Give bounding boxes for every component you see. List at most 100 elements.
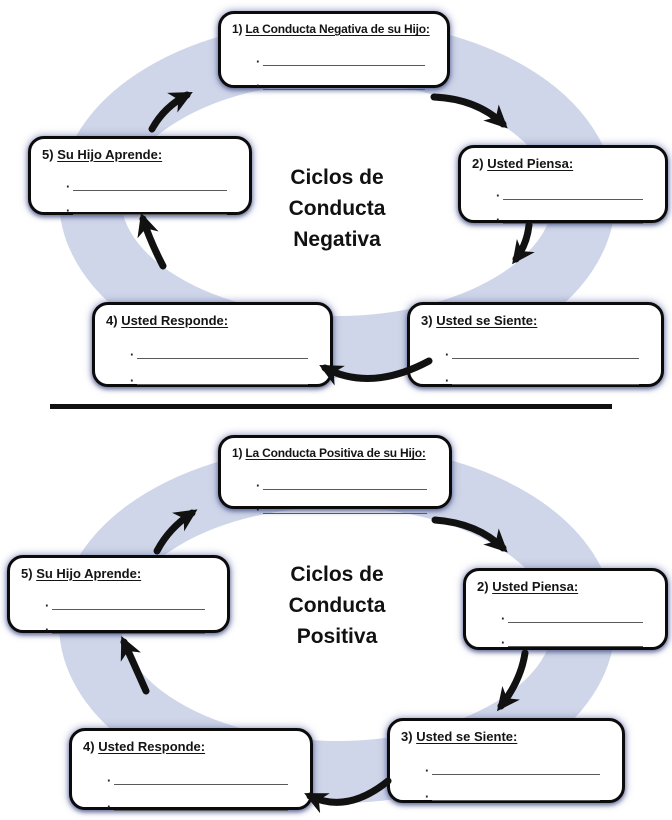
write-in-line — [263, 513, 427, 514]
step-number: 2) — [472, 156, 484, 171]
negative-step-3-box: 3) Usted se Siente: · · — [407, 302, 664, 387]
bullet-dot: · — [256, 478, 261, 493]
write-in-line — [263, 89, 425, 90]
positive-step-5-box: 5) Su Hijo Aprende: · · — [7, 555, 230, 637]
bullet-dot: · — [425, 789, 430, 804]
bullet-dot: · — [66, 203, 71, 218]
write-in-line — [114, 810, 288, 811]
step-label: Usted Responde: — [98, 739, 206, 754]
write-in-line — [137, 358, 308, 359]
step-label: La Conducta Negativa de su Hijo: — [245, 22, 430, 36]
write-in-line — [432, 800, 600, 801]
positive-step-4-box: 4) Usted Responde: · · — [69, 728, 313, 814]
blank-line: · — [130, 333, 308, 362]
bullet-dot: · — [45, 622, 50, 637]
blank-line: · — [66, 191, 227, 218]
write-in-line — [452, 384, 639, 385]
negative-step-5-box: 5) Su Hijo Aprende: · · — [28, 136, 252, 218]
blank-line: · — [425, 775, 600, 804]
bullet-dot: · — [496, 188, 501, 203]
step-title: 4) Usted Responde: — [83, 738, 296, 755]
cycle-title-line: Conducta — [288, 197, 386, 220]
step-number: 2) — [477, 579, 489, 594]
write-in-line — [503, 223, 643, 224]
step-title: 5) Su Hijo Aprende: — [42, 146, 235, 163]
step-number: 5) — [21, 566, 33, 581]
write-in-line — [52, 609, 205, 610]
write-in-line — [52, 633, 205, 634]
step-label: La Conducta Positiva de su Hijo: — [245, 446, 426, 460]
blank-line: · — [256, 42, 425, 69]
step-title: 1) La Conducta Negativa de su Hijo: — [232, 21, 433, 38]
write-in-line — [114, 784, 288, 785]
bullet-dot: · — [496, 212, 501, 227]
positive-arrow-step3-to-step4 — [304, 777, 392, 814]
cycle-title-line: Positiva — [296, 625, 378, 648]
step-title: 5) Su Hijo Aprende: — [21, 565, 213, 582]
cycle-title-line: Conducta — [288, 594, 386, 617]
negative-arrow-step4-to-step5 — [137, 212, 167, 270]
step-label: Usted Responde: — [121, 313, 229, 328]
bullet-dot: · — [130, 347, 135, 362]
blank-line: · — [496, 200, 643, 227]
write-in-line — [73, 214, 227, 215]
blank-line: · — [45, 586, 205, 612]
write-in-line — [503, 199, 643, 200]
bullet-dot: · — [107, 773, 112, 788]
positive-arrow-step4-to-step5 — [120, 636, 150, 695]
step-number: 3) — [401, 729, 413, 744]
blank-line: · — [107, 759, 288, 788]
step-title: 2) Usted Piensa: — [477, 578, 651, 595]
bullet-dot: · — [445, 347, 450, 362]
cycle-title-line: Negativa — [293, 228, 381, 251]
step-label: Usted Piensa: — [487, 156, 574, 171]
step-number: 1) — [232, 22, 243, 36]
blank-line: · — [445, 333, 639, 362]
write-in-line — [263, 65, 425, 66]
section-divider — [50, 404, 612, 409]
bullet-dot: · — [501, 635, 506, 650]
blank-line: · — [501, 623, 643, 650]
blank-line: · — [256, 466, 427, 493]
blank-line: · — [256, 490, 427, 517]
negative-cycle-title: Ciclos de Conducta Negativa — [237, 162, 437, 255]
bullet-dot: · — [256, 54, 261, 69]
cycle-title-line: Ciclos de — [290, 563, 384, 586]
bullet-dot: · — [107, 799, 112, 814]
positive-step-3-box: 3) Usted se Siente: · · — [387, 718, 625, 803]
positive-step-2-box: 2) Usted Piensa: · · — [463, 568, 668, 650]
step-title: 4) Usted Responde: — [106, 312, 316, 329]
step-title: 3) Usted se Siente: — [421, 312, 647, 329]
bullet-dot: · — [501, 611, 506, 626]
positive-step-1-box: 1) La Conducta Positiva de su Hijo: · · — [218, 435, 452, 516]
write-in-line — [263, 489, 427, 490]
step-number: 3) — [421, 313, 433, 328]
write-in-line — [452, 358, 639, 359]
positive-arrow-step1-to-step2 — [431, 516, 508, 553]
step-title: 1) La Conducta Positiva de su Hijo: — [232, 445, 435, 462]
step-label: Usted se Siente: — [416, 729, 518, 744]
write-in-line — [137, 384, 308, 385]
positive-arrow-step5-to-step1 — [153, 509, 198, 555]
blank-line: · — [130, 359, 308, 388]
negative-arrow-step2-to-step3 — [512, 221, 535, 265]
write-in-line — [432, 774, 600, 775]
write-in-line — [508, 646, 643, 647]
bullet-dot: · — [130, 373, 135, 388]
bullet-dot: · — [256, 502, 261, 517]
step-label: Su Hijo Aprende: — [36, 566, 142, 581]
blank-line: · — [256, 66, 425, 93]
negative-arrow-step1-to-step2 — [430, 93, 508, 129]
negative-step-1-box: 1) La Conducta Negativa de su Hijo: · · — [218, 11, 450, 93]
step-label: Su Hijo Aprende: — [57, 147, 163, 162]
bullet-dot: · — [256, 78, 261, 93]
step-number: 4) — [106, 313, 118, 328]
step-number: 1) — [232, 446, 243, 460]
cycle-title-line: Ciclos de — [290, 166, 384, 189]
step-title: 2) Usted Piensa: — [472, 155, 651, 172]
negative-step-4-box: 4) Usted Responde: · · — [92, 302, 333, 387]
blank-line: · — [445, 359, 639, 387]
